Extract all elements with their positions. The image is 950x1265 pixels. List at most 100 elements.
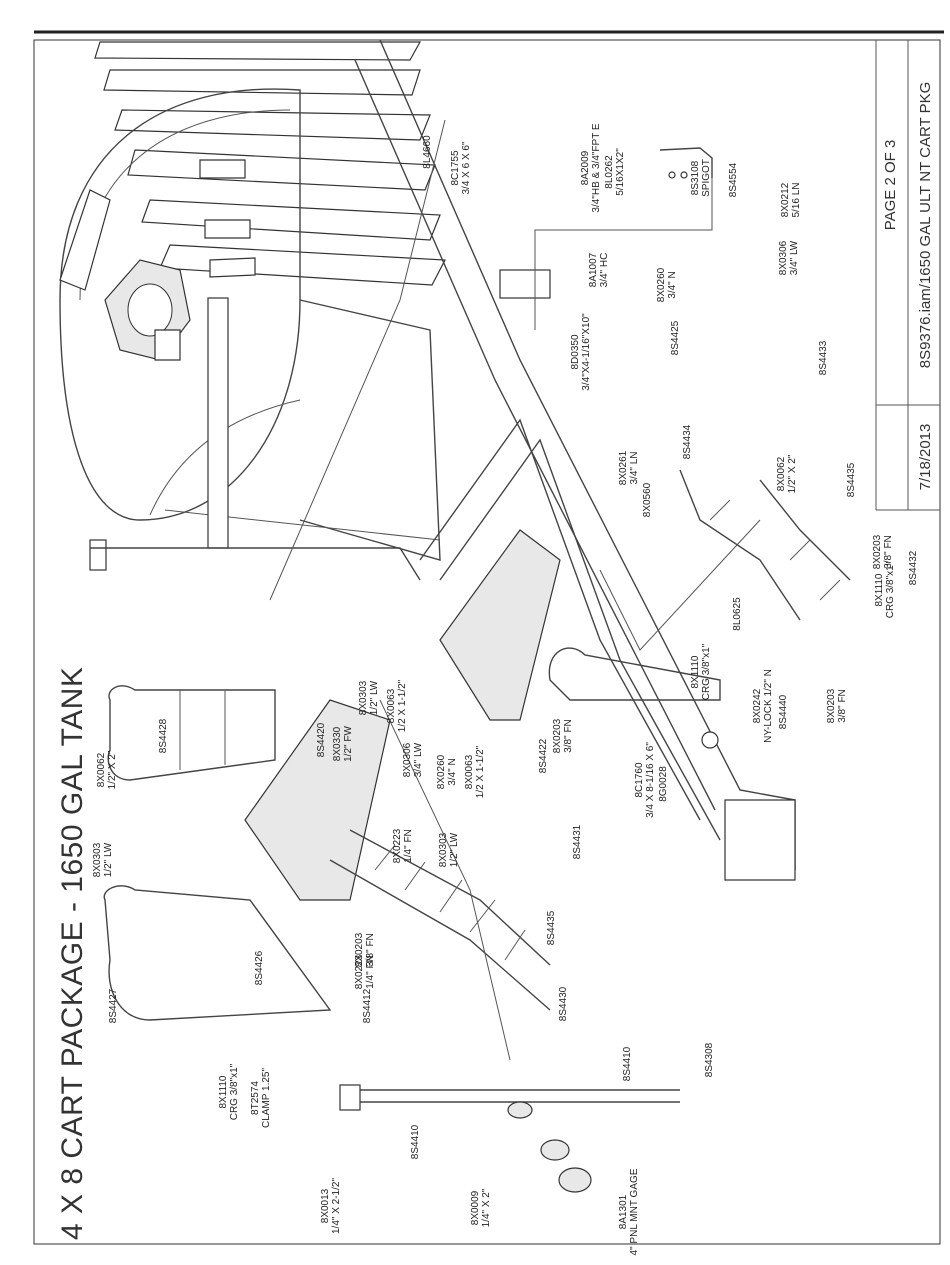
part-number: 8X0203 bbox=[872, 534, 883, 569]
part-description: 3/8" FN bbox=[365, 933, 376, 967]
part-number: 8A2009 bbox=[580, 150, 591, 185]
part-description: 1/2 X 1-1/2" bbox=[475, 745, 486, 798]
part-description: 1/4" X 2-1/2" bbox=[331, 1178, 342, 1234]
part-description: 3/8" FN bbox=[883, 535, 894, 569]
part-description: NY-LOCK 1/2" N bbox=[763, 669, 774, 743]
part-description: 3/8" FN bbox=[563, 719, 574, 753]
part-number: 8C1760 bbox=[634, 762, 645, 797]
page-number: PAGE 2 OF 3 bbox=[882, 140, 899, 231]
part-number: 8X0223 bbox=[392, 828, 403, 863]
part-number: 8X0261 bbox=[618, 450, 629, 485]
callout-c54: 8S4308 bbox=[704, 1042, 715, 1077]
part-number: 8T2574 bbox=[250, 1081, 261, 1115]
drawing-title: 4 X 8 CART PACKAGE - 1650 GAL TANK bbox=[56, 667, 89, 1240]
part-number: 8S4435 bbox=[846, 462, 857, 497]
part-number: 8S4410 bbox=[622, 1046, 633, 1081]
callout-c52: 8S4430 bbox=[558, 986, 569, 1021]
callout-c53: 8S4410 bbox=[622, 1046, 633, 1081]
stair-sections bbox=[329, 469, 851, 1011]
part-number: 8S4431 bbox=[572, 824, 583, 859]
part-description: 4" PNL MNT GAGE bbox=[629, 1168, 640, 1255]
jack-tube bbox=[701, 731, 719, 749]
callout-c30: 8S4428 bbox=[158, 718, 169, 753]
part-description: 1/2" X 2" bbox=[787, 454, 798, 493]
callout-c20: 8S4432 bbox=[908, 550, 919, 585]
callout-c43: 8S4431 bbox=[572, 824, 583, 859]
callout-c40: 8S4422 bbox=[538, 738, 549, 773]
part-number: 8X0223 bbox=[354, 954, 365, 989]
part-description: CLAMP 1.25" bbox=[261, 1068, 272, 1129]
part-description: 3/8" FN bbox=[837, 689, 848, 723]
part-number: 8X0303 bbox=[358, 680, 369, 715]
part-description: 1/4" FN bbox=[403, 829, 414, 863]
part-number: 8S4430 bbox=[558, 986, 569, 1021]
part-number: 8S4554 bbox=[728, 162, 739, 197]
part-number: 8X0560 bbox=[642, 482, 653, 517]
part-description: 3/4"HB & 3/4"FPT E bbox=[591, 123, 602, 213]
part-number: 8S4412 bbox=[362, 988, 373, 1023]
callout-c15: 8S4434 bbox=[682, 424, 693, 459]
part-number: 8D0350 bbox=[570, 334, 581, 369]
part-number: 8S4410 bbox=[410, 1124, 421, 1159]
leader-line bbox=[269, 119, 446, 601]
part-number: 8X0009 bbox=[470, 1190, 481, 1225]
callout-c45: 8S4435 bbox=[546, 910, 557, 945]
panel-gauge bbox=[540, 1139, 570, 1161]
leader-line bbox=[379, 699, 511, 1061]
part-number: 8L0625 bbox=[732, 597, 743, 631]
part-number: 8S4426 bbox=[254, 950, 265, 985]
callout-c46: 8S4427 bbox=[108, 988, 119, 1023]
poly-tank bbox=[59, 88, 441, 581]
hitch-plate bbox=[724, 799, 796, 881]
part-number: 8S4432 bbox=[908, 550, 919, 585]
part-number: 8X1110 bbox=[690, 655, 701, 688]
part-number: 8X0330 bbox=[332, 726, 343, 761]
spigot-detail bbox=[534, 147, 713, 330]
part-number: 8X0013 bbox=[320, 1188, 331, 1223]
part-number: 8X0203 bbox=[354, 932, 365, 967]
part-number: 8X0203 bbox=[552, 718, 563, 753]
part-description: 3/4"X4-1/16"X10" bbox=[581, 313, 592, 391]
callout-c51: 8S4412 bbox=[362, 988, 373, 1023]
part-number: 8X0063 bbox=[464, 754, 475, 789]
part-description: 1/2" LW bbox=[103, 842, 114, 877]
part-number: 8S4433 bbox=[818, 340, 829, 375]
callout-c4: 8S4554 bbox=[728, 162, 739, 197]
part-number: 8A1007 bbox=[588, 252, 599, 287]
part-description: 5/16 LN bbox=[791, 182, 802, 217]
part-number: 8X0203 bbox=[826, 688, 837, 723]
part-number: 8X0306 bbox=[402, 742, 413, 777]
part-number: 8X0212 bbox=[780, 182, 791, 217]
cart-frame bbox=[354, 39, 796, 881]
part-number: 8X1110 bbox=[874, 573, 885, 606]
leader-line bbox=[599, 519, 761, 651]
part-number: 8X0062 bbox=[96, 752, 107, 787]
part-description: 1/2" FW bbox=[343, 726, 354, 762]
callout-c12: 8S4425 bbox=[670, 320, 681, 355]
part-description: 3/4" LW bbox=[789, 240, 800, 275]
callout-c17: 8X0560 bbox=[642, 482, 653, 517]
drawing-date: 7/18/2013 bbox=[917, 424, 934, 491]
part-number: 8S4308 bbox=[704, 1042, 715, 1077]
perforated-platform bbox=[244, 529, 561, 901]
part-number: 8S4427 bbox=[108, 988, 119, 1023]
